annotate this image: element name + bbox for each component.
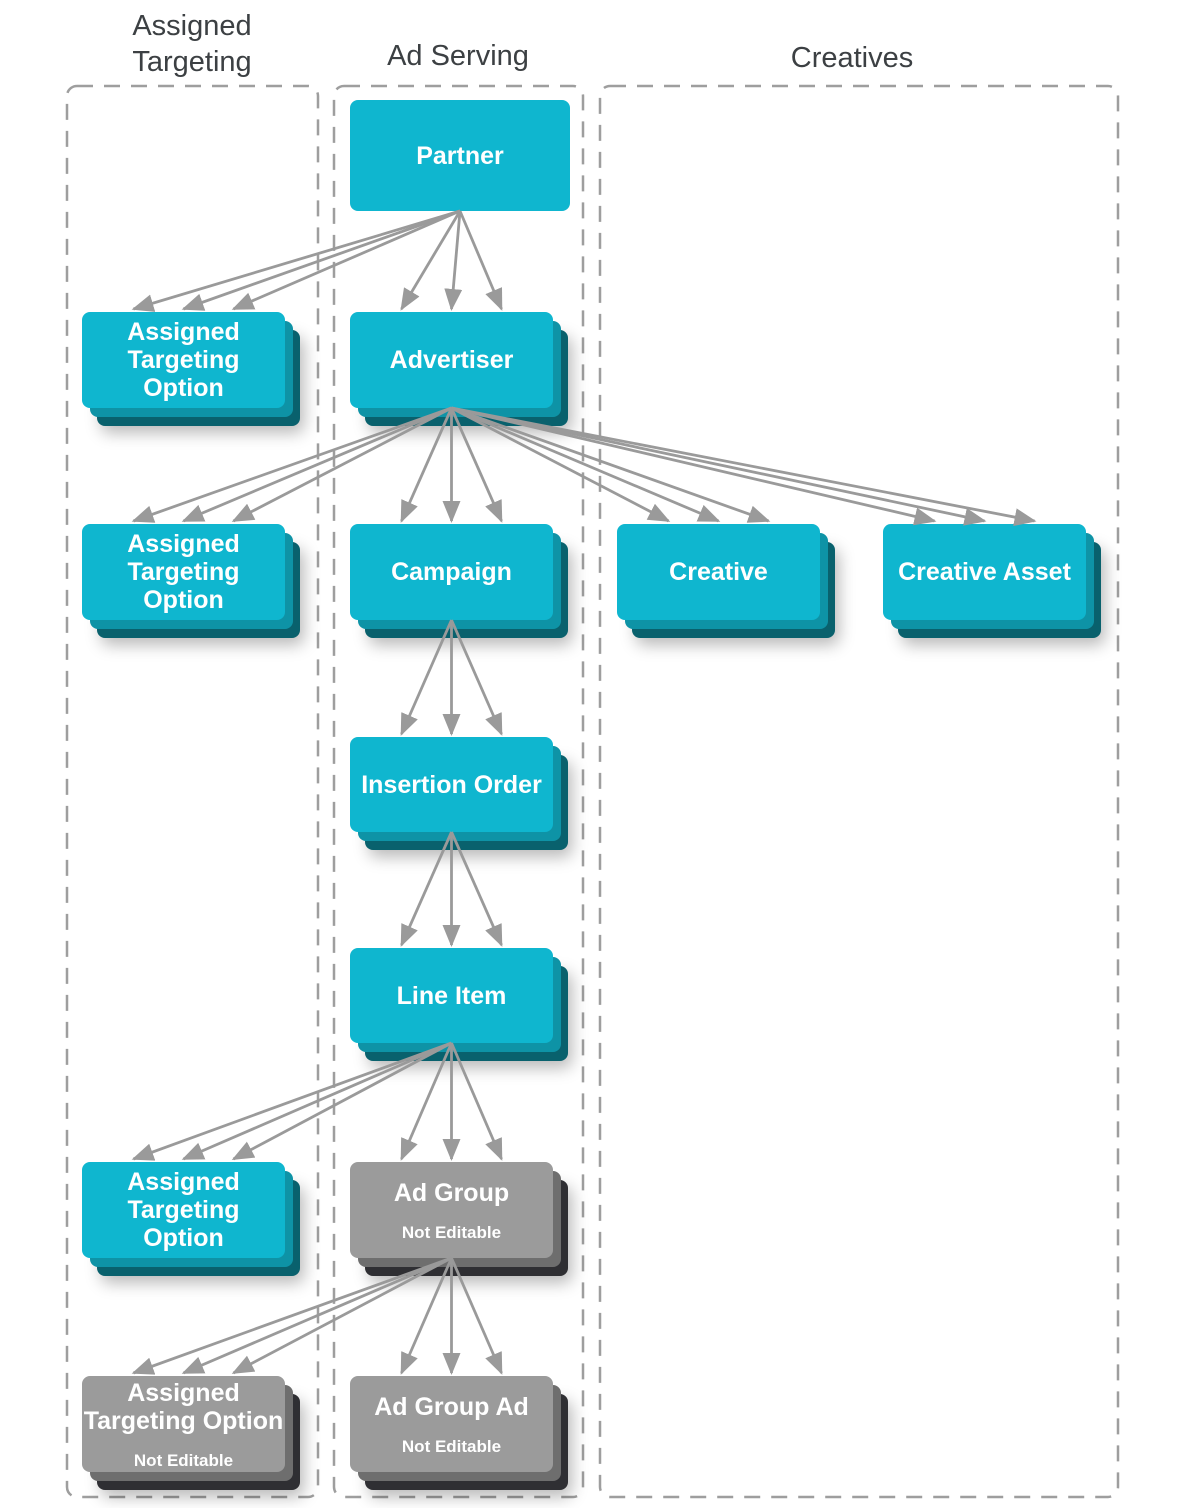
node-creative-asset: Creative Asset xyxy=(883,524,1086,620)
creatives-frame xyxy=(598,84,1120,1499)
node-ato-partner: Assigned Targeting Option xyxy=(82,312,285,408)
column-title-ad-serving: Ad Serving xyxy=(387,40,529,72)
node-ato-line-item: Assigned Targeting Option xyxy=(82,1162,285,1258)
node-label: Creative Asset xyxy=(898,558,1071,586)
node-label: Advertiser xyxy=(389,346,514,374)
node-advertiser: Advertiser xyxy=(350,312,553,408)
column-title-creatives: Creatives xyxy=(790,42,914,74)
node-label: Assigned Targeting Option xyxy=(127,1168,240,1252)
column-title-assigned-targeting: Assigned Targeting xyxy=(132,10,252,78)
node-partner: Partner xyxy=(350,100,570,211)
node-line-item: Line Item xyxy=(350,948,553,1043)
node-ato-advertiser: Assigned Targeting Option xyxy=(82,524,285,620)
assigned-targeting-frame xyxy=(65,84,320,1499)
ad-serving-frame xyxy=(332,84,585,1499)
node-label: Assigned Targeting Option xyxy=(127,530,240,614)
node-label: Assigned Targeting Option xyxy=(127,318,240,402)
node-sublabel: Not Editable xyxy=(133,1450,234,1470)
node-label: Ad Group xyxy=(393,1178,510,1207)
node-sublabel: Not Editable xyxy=(401,1436,502,1456)
node-label: Partner xyxy=(416,141,504,170)
node-label: Assigned Targeting Option xyxy=(83,1378,284,1435)
node-creative: Creative xyxy=(617,524,820,620)
node-insertion-order: Insertion Order xyxy=(350,737,553,832)
node-campaign: Campaign xyxy=(350,524,553,620)
node-sublabel: Not Editable xyxy=(401,1222,502,1242)
node-ad-group-ad: Ad Group Ad Not Editable xyxy=(350,1376,553,1472)
node-label: Ad Group Ad xyxy=(374,1392,529,1421)
node-label: Line Item xyxy=(396,981,507,1010)
node-label: Insertion Order xyxy=(361,770,542,799)
node-label: Creative xyxy=(669,558,768,586)
node-label: Campaign xyxy=(391,558,512,586)
